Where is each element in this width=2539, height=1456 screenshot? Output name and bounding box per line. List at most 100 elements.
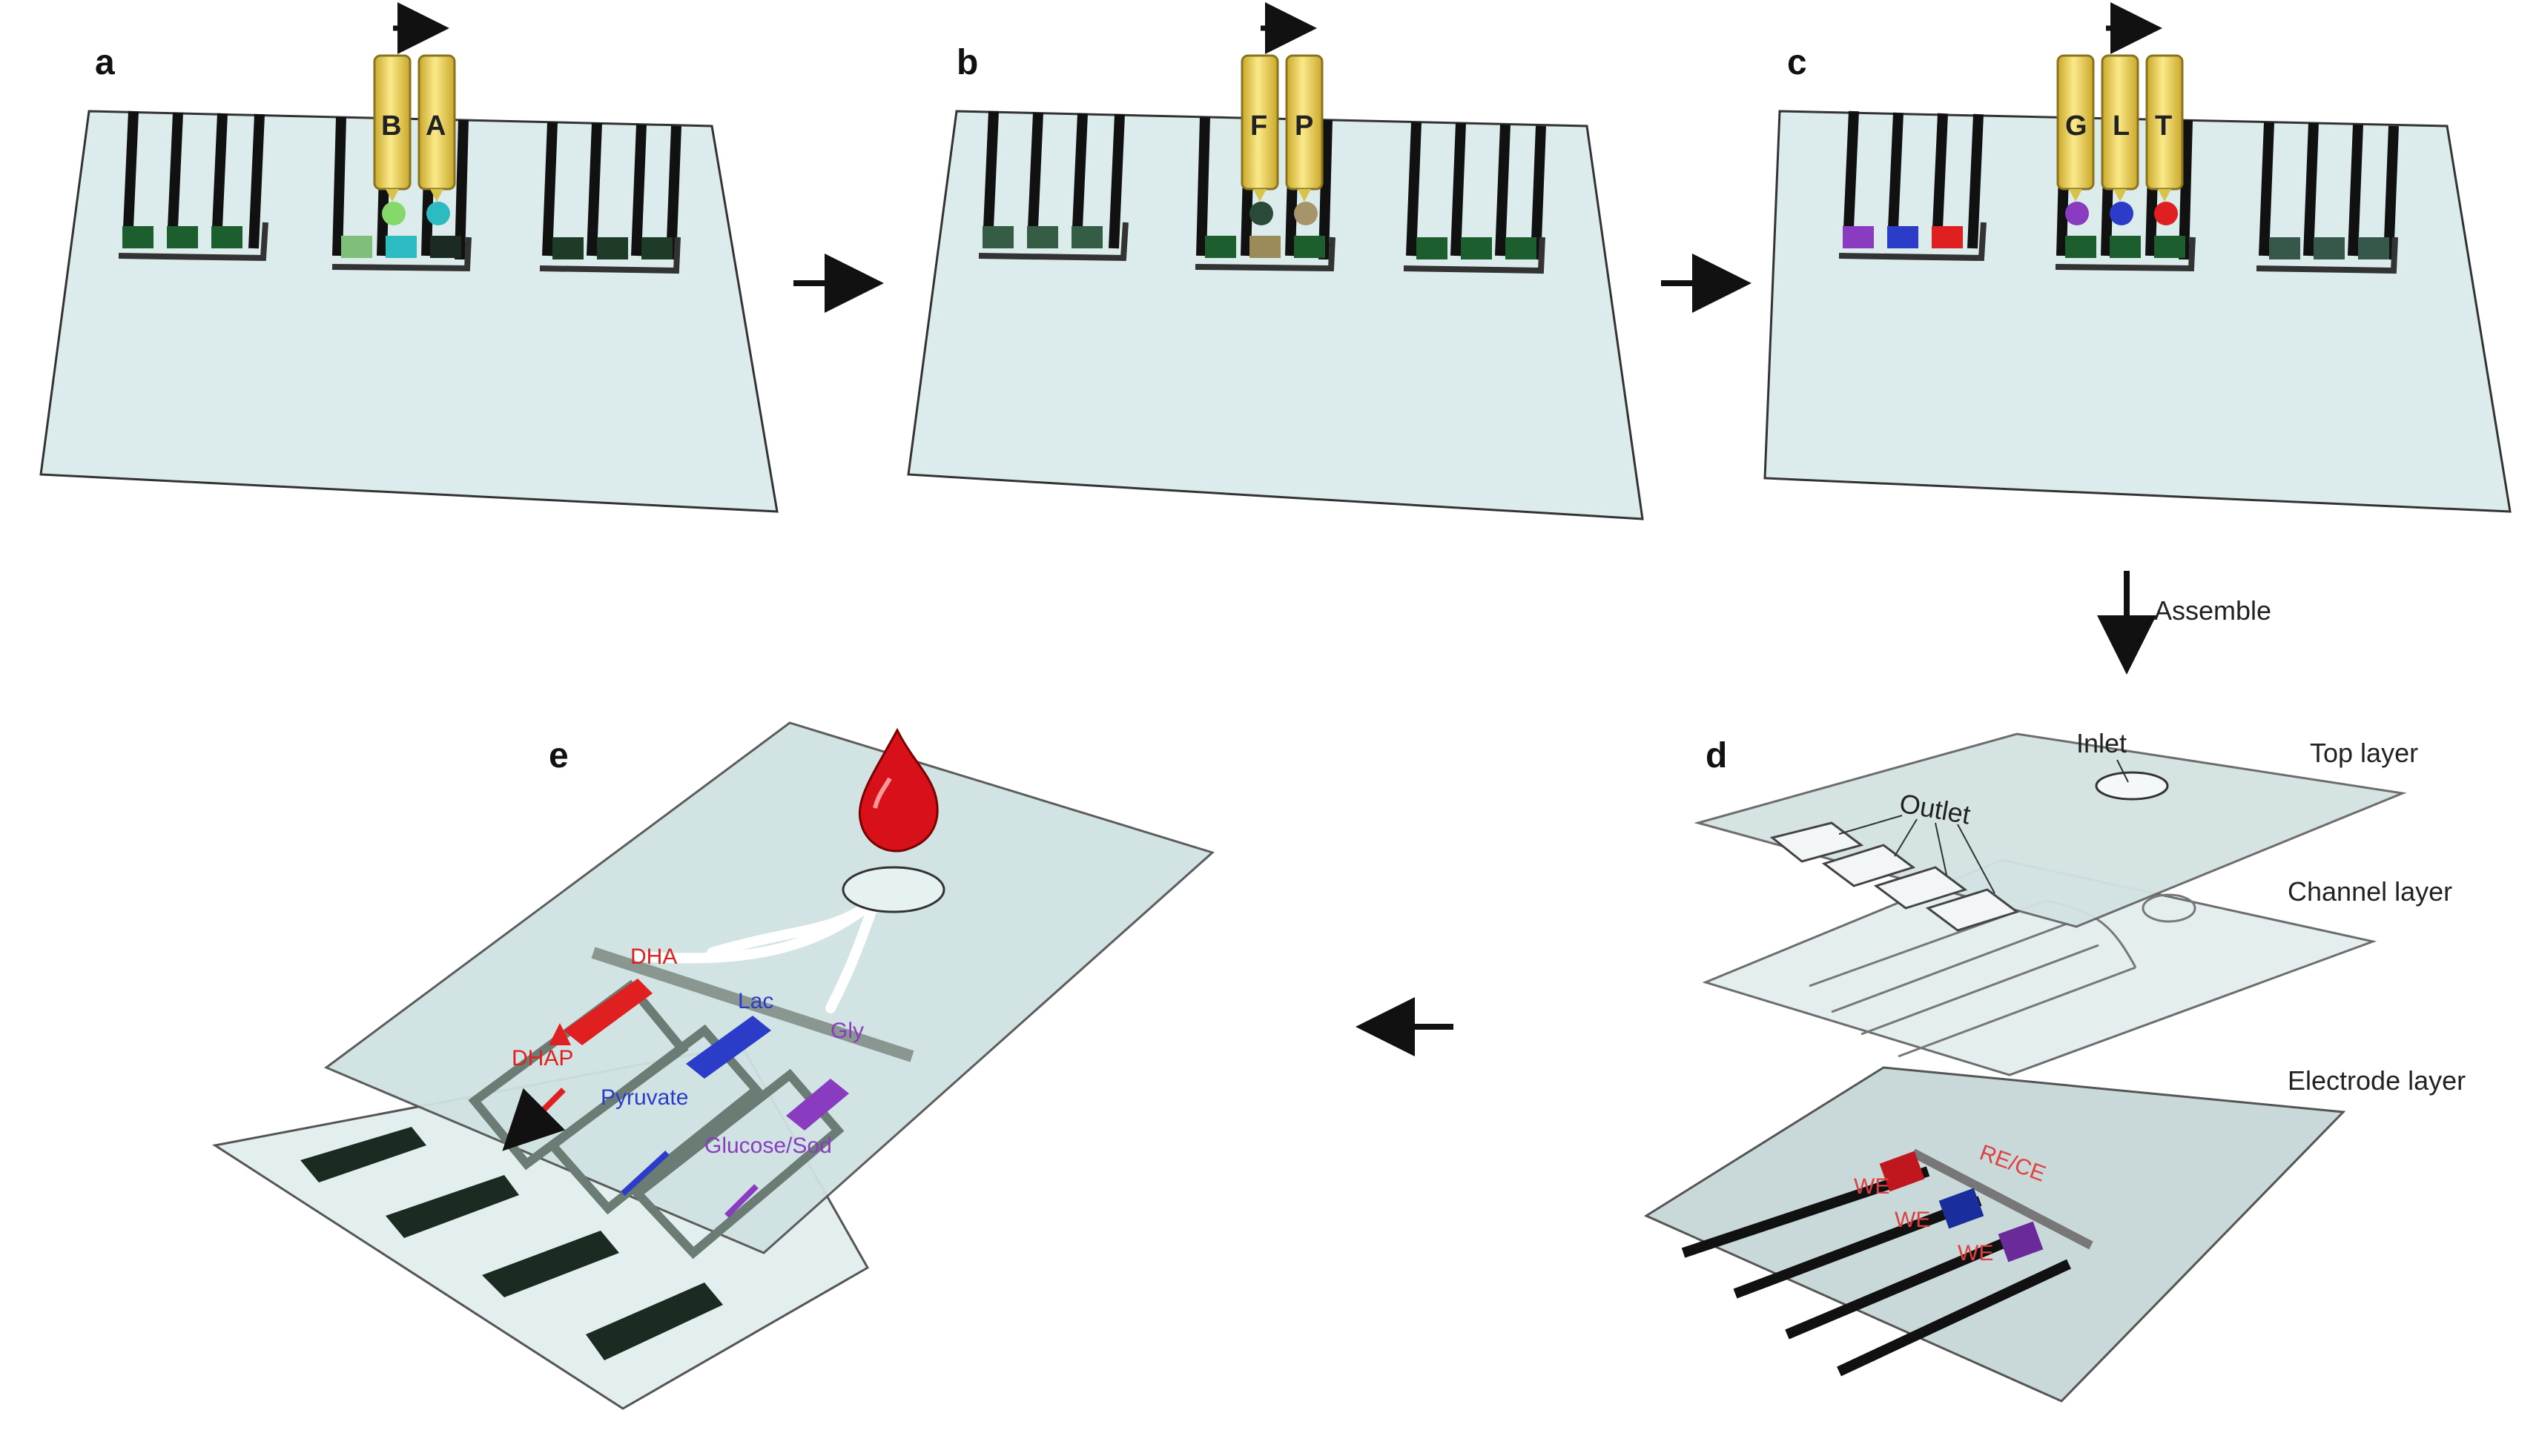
- electrode-group-left-c: [1843, 110, 1984, 249]
- droplet-c2: [2110, 202, 2133, 225]
- ref-bar-mid-b: [1195, 236, 1335, 272]
- pad-c1: [1843, 226, 1874, 248]
- fluidic-channels: [633, 896, 880, 1013]
- chip-c: [1763, 110, 2512, 513]
- panel-b-letter: b: [957, 43, 978, 82]
- top-layer-label: Top layer: [2310, 738, 2418, 768]
- pad-a5: [386, 236, 417, 258]
- pad-c6: [2154, 236, 2185, 258]
- tip-label-c2: L: [2113, 110, 2130, 142]
- reference-bar: [591, 947, 914, 1062]
- pad-a8: [597, 237, 628, 259]
- assemble-label: Assemble: [2154, 595, 2271, 626]
- ref-bar-right-a: [539, 236, 681, 274]
- droplet-c3: [2154, 202, 2178, 225]
- red-enzyme-arrow: [564, 979, 653, 1045]
- panel-d: d RE/CE WE WE WE: [1643, 728, 2466, 1403]
- we-pad-blue: [1938, 1188, 1984, 1229]
- label-dha: DHA: [630, 944, 677, 969]
- tip-label-a2: A: [426, 110, 446, 142]
- pad-b3: [1072, 226, 1103, 248]
- tip-label-c3: T: [2155, 110, 2172, 142]
- panel-c: c G L T: [1763, 2, 2512, 513]
- droplet-a1: [382, 202, 406, 225]
- panel-e-letter: e: [549, 736, 569, 775]
- ref-bar-left-b: [978, 222, 1129, 262]
- pad-c3: [1932, 226, 1963, 248]
- panel-c-letter: c: [1787, 43, 1807, 82]
- inlet-label: Inlet: [2076, 728, 2127, 758]
- pad-c9: [2358, 237, 2389, 259]
- pad-a7: [552, 237, 584, 259]
- pad-a4: [341, 236, 372, 258]
- outlet-slots: [1769, 821, 2020, 932]
- droplet-a2: [426, 202, 450, 225]
- tip-label-a1: B: [381, 110, 401, 142]
- tip-label-b2: P: [1295, 110, 1313, 142]
- ref-bar-mid-a: [331, 236, 472, 272]
- we-label-2: WE: [1895, 1208, 1930, 1232]
- pad-a1: [122, 226, 153, 248]
- we-label-3: WE: [1958, 1241, 1993, 1265]
- purple-enzyme-arrow: [786, 1079, 849, 1131]
- pad-b4: [1205, 236, 1236, 258]
- pad-c8: [2314, 237, 2345, 259]
- electrode-traces: [1681, 1166, 2071, 1377]
- label-dhap: DHAP: [512, 1046, 573, 1071]
- tip-label-b1: F: [1250, 110, 1267, 142]
- ref-counter-electrode: [1911, 1148, 2093, 1250]
- panel-a: a B A: [39, 2, 779, 513]
- pad-c4: [2065, 236, 2096, 258]
- ref-bar-right-b: [1403, 236, 1545, 274]
- label-glucose: Glucose/Sod: [704, 1134, 832, 1158]
- electrode-group-right-c: [2259, 122, 2399, 260]
- we-label-1: WE: [1854, 1174, 1889, 1199]
- tip-label-c1: G: [2065, 110, 2087, 142]
- we-pad-red: [1879, 1151, 1925, 1192]
- pad-a2: [167, 226, 198, 248]
- electrode-group-left-b: [983, 110, 1125, 249]
- pad-b1: [983, 226, 1014, 248]
- panel-a-letter: a: [95, 43, 115, 82]
- label-pyruvate: Pyruvate: [601, 1085, 688, 1110]
- pad-a3: [211, 226, 242, 248]
- outlet-pointers: [1838, 815, 1995, 894]
- channel-layer-label: Channel layer: [2288, 876, 2452, 907]
- contact-stripes: [300, 1127, 723, 1360]
- panel-b: b F P: [907, 2, 1644, 520]
- sample-inlet: [842, 866, 945, 913]
- pad-b5: [1249, 236, 1281, 258]
- electrode-group-right-b: [1406, 122, 1546, 260]
- label-gly: Gly: [831, 1019, 864, 1043]
- we-pad-purple: [1998, 1221, 2044, 1263]
- pad-c7: [2269, 237, 2300, 259]
- pad-b7: [1416, 237, 1447, 259]
- pad-b8: [1461, 237, 1492, 259]
- blue-product-arrow: [621, 1151, 670, 1196]
- droplet-b1: [1249, 202, 1273, 225]
- pad-a9: [641, 237, 673, 259]
- blood-drop-icon: [858, 727, 939, 853]
- inlet-hole: [2095, 771, 2169, 801]
- droplet-b2: [1294, 202, 1318, 225]
- ref-bar-left-c: [1838, 222, 1987, 262]
- label-lac: Lac: [738, 989, 773, 1013]
- pad-c2: [1887, 226, 1918, 248]
- panel-d-letter: d: [1706, 736, 1727, 775]
- purple-product-arrow: [724, 1184, 759, 1218]
- panel-e: e: [212, 721, 1215, 1410]
- ref-bar-right-c: [2256, 236, 2398, 274]
- droplet-c1: [2065, 202, 2089, 225]
- electrode-layer-sheet: [1643, 1066, 2346, 1403]
- pad-b2: [1027, 226, 1058, 248]
- electrode-layer-label: Electrode layer: [2288, 1065, 2466, 1096]
- pad-b9: [1505, 237, 1536, 259]
- ref-bar-left-a: [118, 222, 268, 262]
- blue-enzyme-arrow: [686, 1016, 771, 1079]
- pad-a6: [430, 236, 461, 258]
- ref-bar-mid-c: [2055, 236, 2196, 272]
- pad-b6: [1294, 236, 1325, 258]
- electrode-group-left-a: [122, 110, 265, 249]
- red-product-arrow: [502, 1088, 566, 1151]
